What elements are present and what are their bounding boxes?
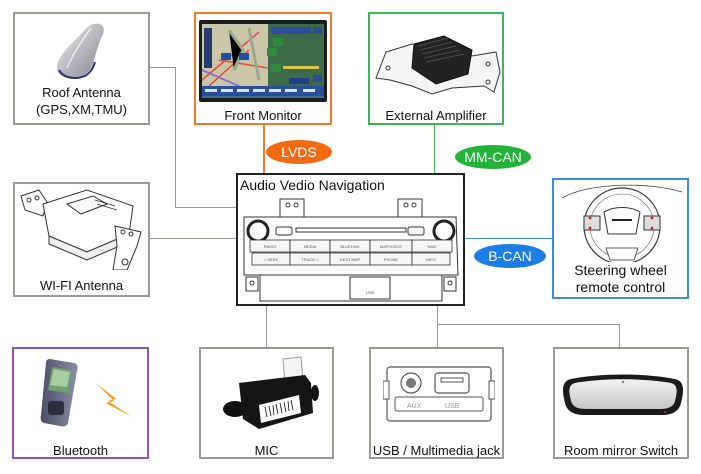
lvds-badge: LVDS	[266, 140, 332, 164]
external-amplifier-box: External Amplifier	[368, 12, 504, 125]
mic-box: MIC	[199, 347, 334, 459]
head-unit-box: Audio Vedio Navigation RADIO MEDIA BLUEL…	[236, 173, 465, 306]
head-unit-button-dest-map: DEST MAP	[340, 257, 361, 262]
connector-mic	[266, 305, 267, 348]
mic-icon	[223, 356, 319, 429]
roof-antenna-box: Roof Antenna (GPS,XM,TMU)	[13, 12, 150, 125]
bluetooth-box: Bluetooth	[12, 347, 149, 459]
usb-jack-label: USB / Multimedia jack	[372, 443, 501, 458]
front-monitor-icon	[199, 20, 327, 102]
aux-port-label: AUX	[407, 403, 422, 410]
mic-label: MIC	[254, 443, 279, 458]
connector-roof-antenna	[175, 207, 237, 208]
wireless-bolt-icon	[96, 383, 132, 417]
head-unit-usb-label: USB	[366, 290, 375, 295]
head-unit-button-seek: < SEEK	[264, 257, 278, 262]
head-unit-button-track: TRACK >	[301, 257, 319, 262]
bluetooth-label: Bluetooth	[53, 443, 108, 458]
mm-can-badge: MM-CAN	[455, 145, 531, 169]
head-unit-button-map-voice: MAP/VOICE	[380, 244, 403, 249]
external-amplifier-icon	[375, 35, 501, 95]
steering-wheel-box: Steering wheel remote control	[552, 178, 689, 299]
head-unit-button-bluelink: BLUELINK	[340, 244, 360, 249]
connector-usb-jack	[437, 305, 438, 348]
steering-wheel-sublabel: remote control	[575, 279, 666, 295]
steering-wheel-icon	[561, 184, 683, 262]
head-unit-button-navi: NAVI	[427, 244, 436, 249]
external-amplifier-label: External Amplifier	[385, 108, 487, 123]
connector-external-amplifier	[434, 124, 435, 174]
connector-room-mirror	[437, 324, 620, 325]
head-unit-icon: RADIO MEDIA BLUELINK MAP/VOICE NAVI < SE…	[243, 198, 459, 302]
usb-port-label: USB	[445, 403, 460, 410]
head-unit-title: Audio Vedio Navigation	[240, 177, 385, 193]
room-mirror-label: Room mirror Switch	[563, 443, 679, 458]
connector-front-monitor	[263, 124, 265, 174]
phone-icon	[40, 359, 78, 427]
wifi-antenna-box: WI-FI Antenna	[13, 182, 150, 297]
usb-jack-icon: AUX USB	[383, 366, 495, 422]
head-unit-button-media: MEDIA	[304, 244, 317, 249]
front-monitor-box: Front Monitor	[194, 12, 332, 125]
head-unit-button-radio: RADIO	[264, 244, 277, 249]
connector-room-mirror	[619, 324, 620, 348]
front-monitor-label: Front Monitor	[224, 108, 302, 123]
roof-antenna-icon	[57, 23, 104, 79]
roof-antenna-label: Roof Antenna	[42, 85, 121, 100]
connector-steering-wheel	[464, 238, 553, 239]
connector-roof-antenna	[149, 67, 176, 68]
b-can-badge: B-CAN	[474, 244, 546, 268]
steering-wheel-label: Steering wheel	[574, 262, 667, 278]
roof-antenna-sublabel: (GPS,XM,TMU)	[36, 102, 127, 117]
room-mirror-icon	[563, 374, 683, 415]
room-mirror-box: Room mirror Switch	[553, 347, 689, 459]
connector-wifi	[149, 238, 237, 239]
wifi-antenna-icon	[20, 189, 142, 270]
wifi-antenna-label: WI-FI Antenna	[39, 278, 124, 293]
head-unit-button-phone: PHONE	[384, 257, 399, 262]
head-unit-button-info: INFO	[426, 257, 436, 262]
usb-jack-box: AUX USB USB / Multimedia jack	[369, 347, 504, 459]
connector-roof-antenna	[175, 67, 176, 208]
